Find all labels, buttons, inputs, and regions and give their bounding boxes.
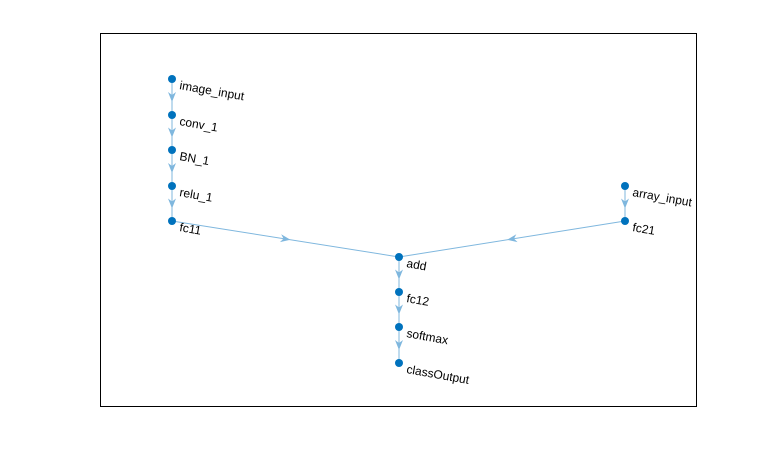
node-label-conv_1: conv_1 xyxy=(178,114,219,135)
node-label-BN_1: BN_1 xyxy=(178,149,210,168)
edge-arrow-relu_1-to-fc11 xyxy=(168,198,176,209)
node-fc21 xyxy=(621,217,629,225)
edge-arrow-fc21-to-add xyxy=(507,234,518,243)
edge-arrow-fc12-to-softmax xyxy=(395,304,403,315)
edge-arrow-array_input-to-fc21 xyxy=(621,198,629,209)
node-conv_1 xyxy=(168,111,176,119)
node-label-relu_1: relu_1 xyxy=(178,185,214,205)
node-label-fc12: fc12 xyxy=(405,291,430,309)
node-BN_1 xyxy=(168,146,176,154)
node-add xyxy=(395,253,403,261)
edge-arrow-BN_1-to-relu_1 xyxy=(168,163,176,173)
node-label-add: add xyxy=(405,256,427,273)
node-softmax xyxy=(395,323,403,331)
edge-arrow-add-to-fc12 xyxy=(395,269,403,280)
edges-layer xyxy=(168,79,629,363)
edge-arrow-image_input-to-conv_1 xyxy=(168,92,176,102)
edge-arrow-fc11-to-add xyxy=(279,234,291,243)
edge-arrow-softmax-to-classOutput xyxy=(395,340,403,350)
node-fc12 xyxy=(395,288,403,296)
node-classOutput xyxy=(395,359,403,367)
edge-arrow-conv_1-to-BN_1 xyxy=(168,127,176,138)
node-label-fc11: fc11 xyxy=(178,220,202,238)
nodes-layer xyxy=(168,75,629,367)
node-label-fc21: fc21 xyxy=(631,220,656,238)
node-fc11 xyxy=(168,217,176,225)
node-array_input xyxy=(621,182,629,190)
node-relu_1 xyxy=(168,182,176,190)
node-image_input xyxy=(168,75,176,83)
